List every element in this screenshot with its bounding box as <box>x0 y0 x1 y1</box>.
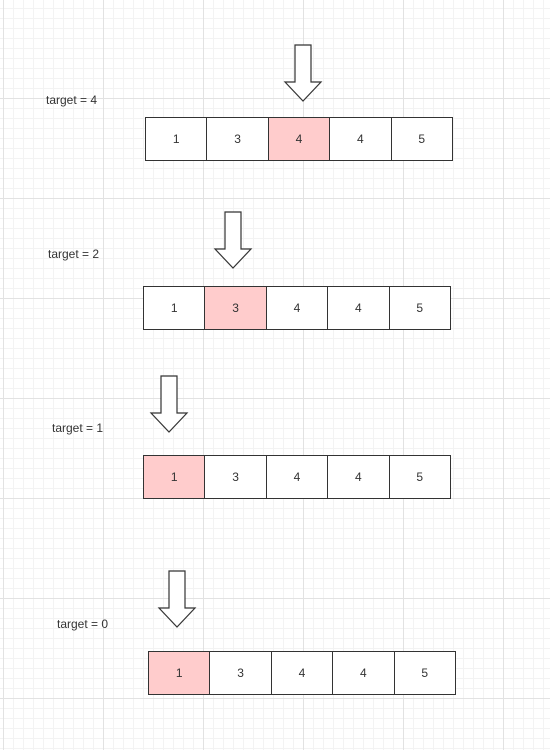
array-cell: 4 <box>327 286 390 330</box>
array-cell: 5 <box>390 117 453 161</box>
array-cell: 4 <box>332 651 395 695</box>
array-cell: 4 <box>329 117 392 161</box>
target-label: target = 2 <box>48 247 100 261</box>
array-cell: 3 <box>206 117 269 161</box>
down-arrow-icon <box>213 211 253 269</box>
array-cell: 1 <box>143 286 206 330</box>
target-label: target = 1 <box>52 421 104 435</box>
array-cell-highlighted: 4 <box>267 117 331 161</box>
down-arrow-icon <box>157 570 197 628</box>
array-cell: 4 <box>265 286 329 330</box>
array-cell: 3 <box>209 651 272 695</box>
array-cell: 5 <box>393 651 456 695</box>
array-cell: 1 <box>145 117 208 161</box>
array-cell: 3 <box>204 455 267 499</box>
down-arrow-icon <box>149 375 189 433</box>
array-row: 1 3 4 4 5 <box>143 286 451 330</box>
target-label: target = 4 <box>46 93 98 107</box>
array-cell: 4 <box>270 651 334 695</box>
array-cell-highlighted: 1 <box>148 651 211 695</box>
array-cell-highlighted: 3 <box>204 286 267 330</box>
array-row: 1 3 4 4 5 <box>145 117 453 161</box>
array-cell: 5 <box>388 455 451 499</box>
array-cell: 4 <box>327 455 390 499</box>
array-row: 1 3 4 4 5 <box>143 455 451 499</box>
target-label: target = 0 <box>57 617 109 631</box>
down-arrow-icon <box>283 44 323 102</box>
array-cell: 4 <box>265 455 329 499</box>
array-cell-highlighted: 1 <box>143 455 206 499</box>
array-cell: 5 <box>388 286 451 330</box>
array-row: 1 3 4 4 5 <box>148 651 456 695</box>
